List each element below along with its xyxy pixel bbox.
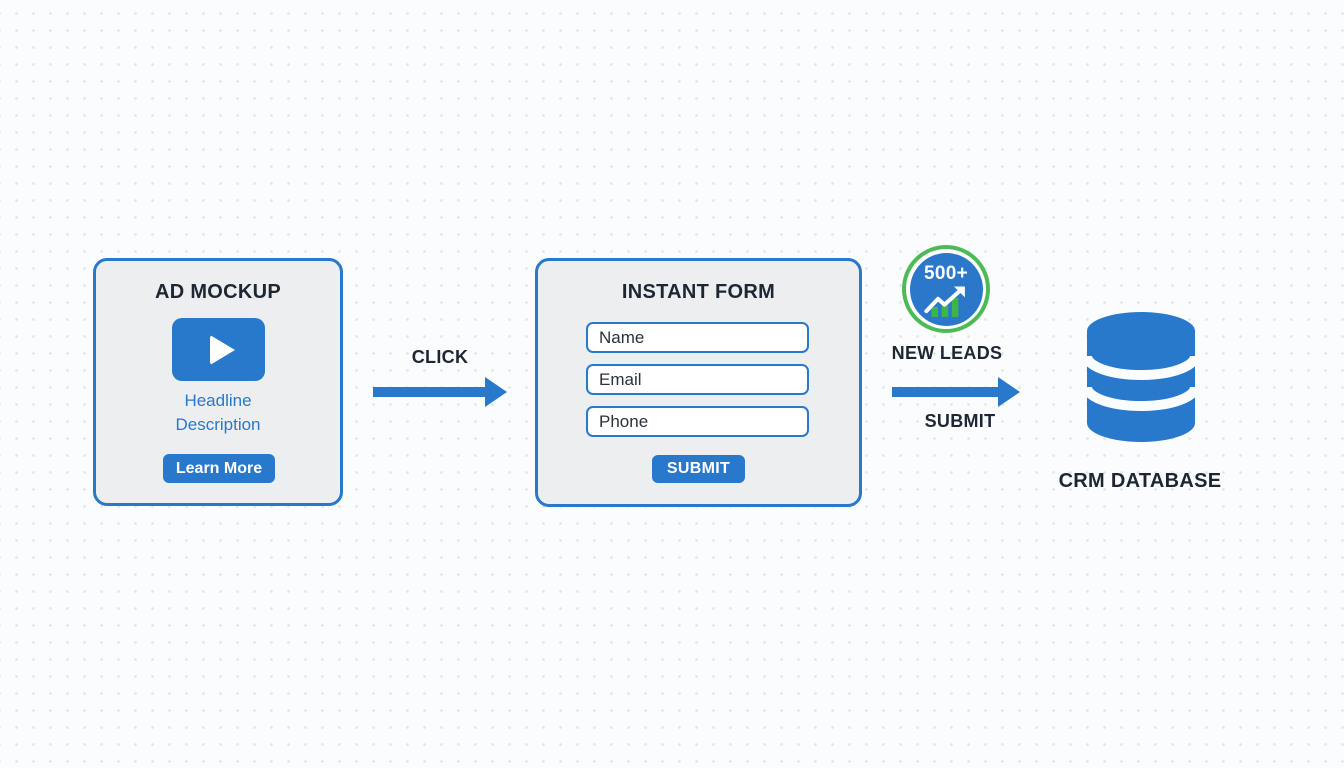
phone-field[interactable] <box>586 406 809 437</box>
ad-description: Description <box>175 415 261 434</box>
click-arrow-icon <box>373 376 507 408</box>
video-thumbnail[interactable] <box>172 318 265 381</box>
submit-flow-label: SUBMIT <box>924 411 996 431</box>
trend-up-chart-icon <box>924 285 965 317</box>
instant-form-card: INSTANT FORM SUBMIT <box>535 258 862 507</box>
new-leads-label: NEW LEADS <box>891 343 1003 363</box>
crm-database-label: CRM DATABASE <box>1058 470 1222 492</box>
learn-more-button[interactable]: Learn More <box>163 454 275 483</box>
arrow-head <box>485 377 507 407</box>
form-submit-button[interactable]: SUBMIT <box>652 455 745 483</box>
ad-mockup-title: AD MOCKUP <box>154 281 282 303</box>
arrow-head <box>998 377 1020 407</box>
database-icon <box>1085 312 1197 442</box>
click-label: CLICK <box>411 347 469 367</box>
leads-badge-inner: 500+ <box>909 252 983 326</box>
instant-form-title: INSTANT FORM <box>621 281 776 303</box>
ad-mockup-card: AD MOCKUP Headline Description Learn Mor… <box>93 258 343 506</box>
arrow-shaft <box>373 387 485 397</box>
name-field[interactable] <box>586 322 809 353</box>
leads-count: 500+ <box>924 262 968 284</box>
ad-headline: Headline <box>184 391 252 410</box>
email-field[interactable] <box>586 364 809 395</box>
submit-arrow-icon <box>892 376 1020 408</box>
play-icon <box>209 334 235 365</box>
arrow-shaft <box>892 387 998 397</box>
leads-count-badge: 500+ <box>902 245 990 333</box>
